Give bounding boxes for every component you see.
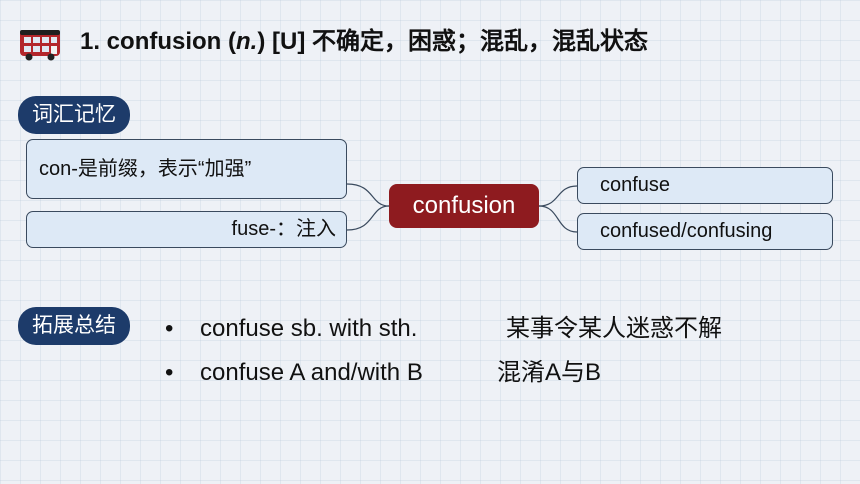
phrase-meaning: 某事令某人迷惑不解 bbox=[506, 315, 722, 342]
vocabulary-memory-tag: 词汇记忆 bbox=[18, 96, 130, 134]
root-node: fuse-：注入 bbox=[26, 211, 347, 248]
connector-confuse bbox=[538, 185, 578, 207]
prefix-node: con-是前缀，表示“加强” bbox=[26, 139, 347, 199]
list-item: • confuse sb. with sth. 某事令某人迷惑不解 bbox=[165, 312, 722, 346]
connector-confused bbox=[538, 205, 578, 233]
center-node: confusion bbox=[389, 184, 539, 228]
title-number: 1. confusion ( bbox=[80, 28, 236, 55]
title-definition: ) [U] 不确定，困惑；混乱，混乱状态 bbox=[257, 28, 648, 55]
derived-adjective-node: confused/confusing bbox=[577, 213, 833, 250]
list-item: • confuse A and/with B 混淆A与B bbox=[165, 356, 601, 390]
page-title: 1. confusion (n.) [U] 不确定，困惑；混乱，混乱状态 bbox=[80, 24, 648, 60]
phrase-meaning: 混淆A与B bbox=[497, 359, 602, 386]
connector-prefix bbox=[346, 183, 390, 207]
phrase-text: confuse sb. with sth. bbox=[200, 315, 418, 342]
bullet: • bbox=[165, 315, 174, 342]
title-part-of-speech: n. bbox=[236, 28, 258, 55]
phrase-text: confuse A and/with B bbox=[200, 359, 423, 386]
bullet: • bbox=[165, 359, 174, 386]
bus-icon bbox=[18, 26, 62, 62]
derived-verb-node: confuse bbox=[577, 167, 833, 204]
connector-root bbox=[346, 205, 390, 231]
extension-summary-tag: 拓展总结 bbox=[18, 307, 130, 345]
